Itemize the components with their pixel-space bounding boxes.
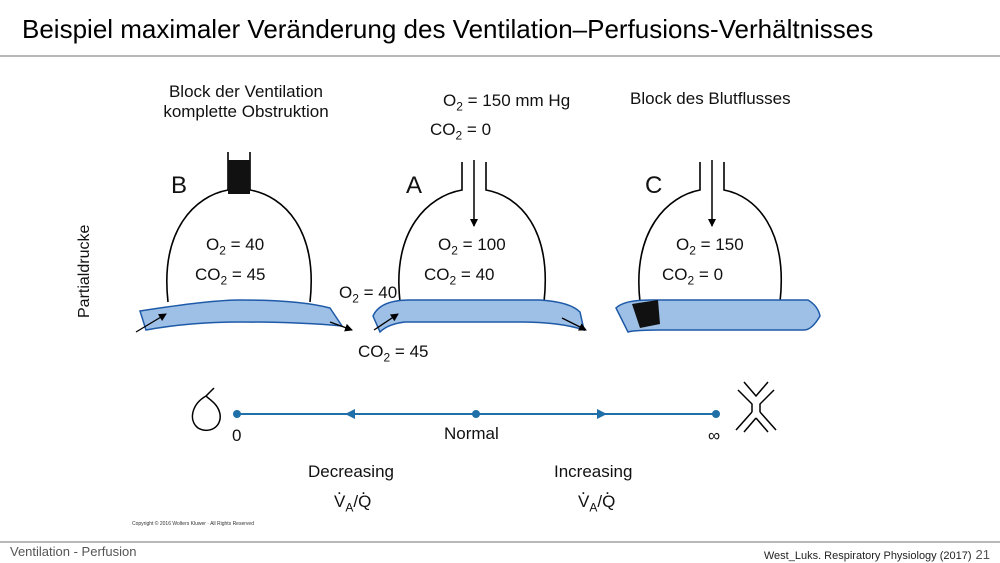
inspired-o2-label: O2 = 150 mm Hg — [443, 91, 571, 114]
blood-flow-block-caption: Block des Blutflusses — [630, 89, 791, 108]
venous-o2-value: 40 — [378, 283, 398, 302]
unit-letter-c: C — [645, 172, 663, 199]
ventilation-block-caption-line1: Block der Ventilation — [168, 82, 324, 101]
ventilation-block-caption-line2: komplette Obstruktion — [163, 102, 329, 121]
capillary-a — [372, 299, 586, 334]
scale-point-infinity — [712, 410, 720, 418]
venous-o2-label: O2 = 40 — [339, 283, 398, 306]
alveolus-b-co2: CO2 = 45 — [195, 265, 266, 288]
alveolus-b-o2: O2 = 40 — [206, 235, 265, 258]
alveolus-c-o2-value: 150 — [715, 235, 744, 254]
open-airway-icon — [735, 381, 777, 433]
venous-co2-label: CO2 = 45 — [358, 342, 429, 365]
alveolus-a-co2: CO2 = 40 — [424, 265, 495, 288]
title-divider — [0, 55, 1000, 57]
footer-citation: West_Luks. Respiratory Physiology (2017)… — [764, 547, 990, 562]
decreasing-vq-ratio: VA/Q — [334, 479, 371, 514]
blood-flow-block — [632, 300, 660, 328]
venous-co2-value: 45 — [409, 342, 429, 361]
alveolus-a-o2: O2 = 100 — [438, 235, 506, 258]
increasing-label: Increasing — [554, 462, 633, 481]
increasing-vq-ratio: VA/Q — [578, 479, 615, 514]
alveolus-c — [638, 162, 782, 303]
blood-in-arrow-b — [135, 313, 167, 333]
inspired-o2-value: 150 mm Hg — [482, 91, 571, 110]
scale-infinity-label: ∞ — [708, 426, 721, 445]
ventilation-block-caption: Block der Ventilation komplette Obstrukt… — [146, 82, 346, 122]
scale-point-zero — [233, 410, 241, 418]
blood-out-arrow-b — [329, 321, 353, 332]
collapsed-alveolus-icon — [191, 387, 221, 432]
alveolus-b — [166, 152, 312, 303]
inspired-co2-value: 0 — [481, 120, 492, 139]
alveolus-a — [398, 162, 546, 303]
scale-point-normal — [472, 410, 480, 418]
alveolus-a-o2-value: 100 — [477, 235, 506, 254]
unit-letter-b: B — [171, 172, 188, 199]
alveolus-b-co2-value: 45 — [246, 265, 266, 284]
alveolus-b-o2-value: 40 — [245, 235, 265, 254]
scale-normal-label: Normal — [444, 424, 499, 443]
blood-in-arrow-a — [373, 313, 399, 331]
alveolus-c-o2: O2 = 150 — [676, 235, 744, 258]
copyright-notice: Copyright © 2016 Wolters Kluwer · All Ri… — [132, 521, 254, 527]
scale-zero-label: 0 — [232, 426, 242, 445]
slide-title: Beispiel maximaler Veränderung des Venti… — [22, 14, 874, 44]
alveolus-a-co2-value: 40 — [475, 265, 495, 284]
capillary-b — [139, 299, 344, 331]
blood-out-arrow-a — [561, 317, 587, 331]
footer-divider — [0, 541, 1000, 543]
page-number: 21 — [975, 547, 990, 562]
citation-text: West_Luks. Respiratory Physiology (2017) — [763, 550, 972, 562]
unit-letter-a: A — [406, 172, 423, 199]
decreasing-label: Decreasing — [308, 462, 394, 481]
inspired-co2-label: CO2 = 0 — [430, 120, 492, 143]
capillary-c — [615, 299, 821, 333]
airway-obstruction — [228, 160, 250, 194]
alveolus-c-co2-value: 0 — [713, 265, 724, 284]
alveolus-c-co2: CO2 = 0 — [662, 265, 724, 288]
footer-topic: Ventilation - Perfusion — [10, 544, 137, 559]
